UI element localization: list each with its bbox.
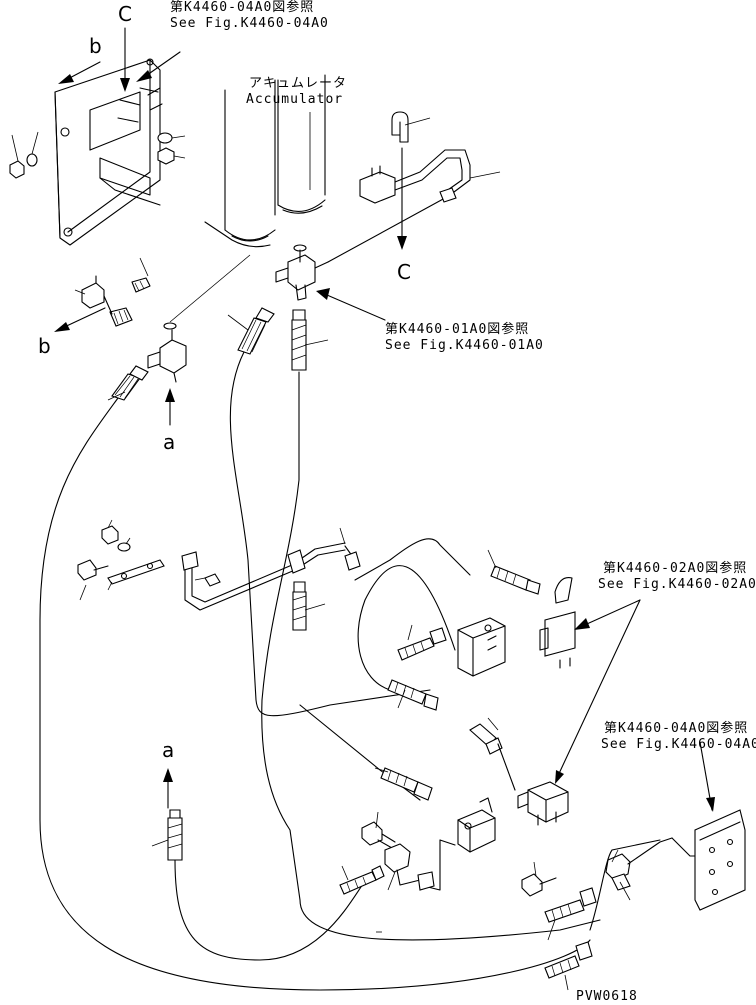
ref-top-left-en: See Fig.K4460-04A0 bbox=[170, 16, 329, 31]
accumulator-label-jp: アキュムレータ bbox=[249, 76, 348, 91]
ref-center-en: See Fig.K4460-01A0 bbox=[385, 338, 544, 353]
ref-right-en: See Fig.K4460-02A0 bbox=[598, 577, 756, 592]
hose-fitting-vertical bbox=[291, 309, 307, 371]
hose-fitting-center-a bbox=[397, 627, 447, 661]
marker-c-top: C bbox=[118, 2, 132, 26]
hose-fitting-mid-vertical bbox=[292, 581, 307, 631]
marker-a-mid: a bbox=[163, 430, 176, 454]
ref-right-jp: 第K4460-02A0図参照 bbox=[603, 561, 748, 576]
hose-mid-right bbox=[299, 704, 421, 801]
hose-right-loop bbox=[354, 538, 471, 581]
hose-left-loop bbox=[39, 397, 591, 991]
link-fitting bbox=[103, 295, 113, 315]
leader-lines bbox=[74, 117, 631, 991]
arrow-a-low bbox=[163, 768, 173, 809]
arrow-ref-top-left bbox=[136, 51, 181, 82]
valve-block-lower-right bbox=[517, 781, 569, 826]
valve-block-left bbox=[147, 329, 187, 383]
hose-center-loop-a bbox=[229, 351, 431, 717]
o-ring-left bbox=[163, 322, 177, 330]
bracket-plate-top-left bbox=[54, 58, 163, 246]
marker-c-mid: C bbox=[397, 260, 411, 284]
bolt-lower-right bbox=[521, 873, 557, 897]
hose-fitting-lower-right-a bbox=[544, 887, 597, 923]
arrow-c-mid bbox=[397, 147, 407, 250]
arrow-b-mid bbox=[54, 307, 106, 332]
arrow-c-top bbox=[120, 27, 130, 92]
hose-fitting-center-c bbox=[380, 767, 433, 801]
arrow-ref-center bbox=[316, 288, 386, 321]
hose-fitting-lower-left bbox=[339, 865, 385, 895]
drawing-code: PVW0618 bbox=[576, 989, 638, 1004]
mounting-plate-right bbox=[671, 809, 746, 911]
arrow-ref-right bbox=[555, 599, 641, 784]
hose-small-to-valve bbox=[497, 743, 516, 791]
bolt-clamp-set bbox=[77, 525, 221, 587]
pipe-top-right bbox=[359, 149, 471, 204]
hose-fitting-right-upper bbox=[490, 565, 541, 595]
nut-washer-set-left bbox=[9, 131, 39, 179]
tee-fitting-lower bbox=[384, 843, 435, 891]
accumulator-right bbox=[277, 74, 326, 214]
clip-c bbox=[391, 111, 409, 143]
marker-b-mid: b bbox=[38, 334, 51, 358]
marker-b-top: b bbox=[89, 34, 102, 58]
ref-bottom-right-jp: 第K4460-04A0図参照 bbox=[604, 721, 749, 736]
hose-center-loop-b bbox=[261, 371, 601, 941]
bolt-lower bbox=[361, 821, 396, 849]
hose-fitting-upper-left bbox=[111, 365, 149, 401]
pipe-middle bbox=[181, 542, 361, 611]
arrow-a-mid bbox=[165, 388, 175, 426]
valve-block-lower bbox=[457, 797, 496, 853]
hose-fitting-center bbox=[237, 307, 275, 355]
fitting-b bbox=[81, 275, 151, 327]
hose-lower-left bbox=[174, 859, 371, 961]
accumulator-left bbox=[204, 79, 276, 248]
hose-fitting-lower-right-b bbox=[544, 941, 593, 979]
accumulator-label-en: Accumulator bbox=[246, 92, 344, 107]
ref-center-jp: 第K4460-01A0図参照 bbox=[385, 322, 530, 337]
leader-left-valve bbox=[169, 254, 251, 323]
ref-bottom-right-en: See Fig.K4460-04A0 bbox=[601, 737, 756, 752]
arrow-ref-bottom-right bbox=[699, 741, 715, 812]
marker-a-low: a bbox=[162, 738, 175, 762]
hose-fitting-vertical-low bbox=[167, 809, 183, 861]
nut-washer-set-right bbox=[157, 132, 186, 165]
hose-fitting-small bbox=[469, 723, 503, 755]
hose-valve-loop bbox=[357, 565, 456, 691]
ref-top-left-jp: 第K4460-04A0図参照 bbox=[170, 0, 315, 15]
fitting-cluster-right bbox=[605, 837, 673, 891]
pipe-center-to-right bbox=[327, 197, 446, 263]
hose-fitting-center-b bbox=[387, 679, 439, 711]
arrow-b-top bbox=[58, 61, 101, 84]
hose-lower-right bbox=[589, 839, 661, 931]
valve-block-center bbox=[275, 249, 329, 301]
valve-block-mid bbox=[457, 617, 506, 677]
valve-solenoid-right bbox=[539, 577, 576, 669]
